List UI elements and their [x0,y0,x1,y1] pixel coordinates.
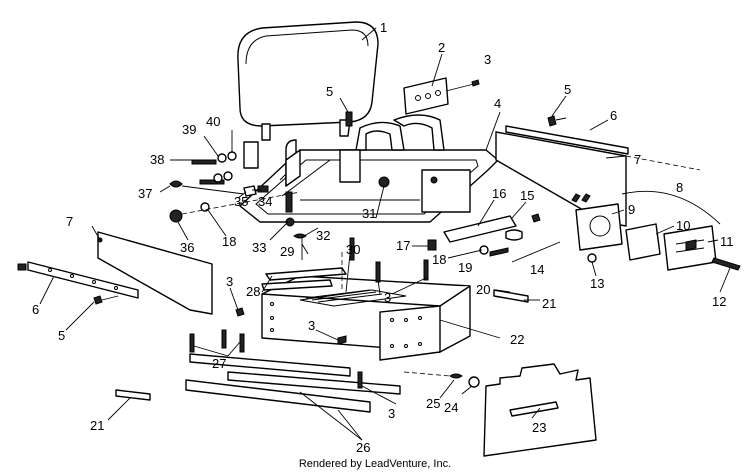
callout-labels: 1 2 3 4 5 5 6 7 8 9 10 11 12 13 14 15 16… [32,20,734,455]
callout-7: 7 [634,152,641,167]
callout-5: 5 [326,84,333,99]
callout-5: 5 [58,328,65,343]
callout-40: 40 [206,114,220,129]
callout-3: 3 [484,52,491,67]
callout-35: 35 [234,194,248,209]
callout-25: 25 [426,396,440,411]
callout-3: 3 [308,318,315,333]
seat-back [237,21,379,141]
callout-33: 33 [252,240,266,255]
callout-2: 2 [438,40,445,55]
seat-frame [239,114,499,223]
callout-30: 30 [346,242,360,257]
callout-14: 14 [530,262,544,277]
callout-18: 18 [432,252,446,267]
callout-19: 19 [458,260,472,275]
callout-4: 4 [494,96,501,111]
callout-38: 38 [150,152,164,167]
callout-21: 21 [90,418,104,433]
frame-hardware [169,141,301,223]
callout-20: 20 [476,282,490,297]
base-rails [115,289,529,413]
callout-16: 16 [492,186,506,201]
callout-37: 37 [138,186,152,201]
callout-22: 22 [510,332,524,347]
callout-8: 8 [676,180,683,195]
callout-34: 34 [258,194,272,209]
callout-39: 39 [182,122,196,137]
rear-cover [403,363,597,457]
callout-27: 27 [212,356,226,371]
leader-lines [39,27,731,441]
callout-36: 36 [180,240,194,255]
callout-10: 10 [676,218,690,233]
callout-17: 17 [396,238,410,253]
callout-1: 1 [380,20,387,35]
callout-13: 13 [590,276,604,291]
callout-23: 23 [532,420,546,435]
render-credit: Rendered by LeadVenture, Inc. [298,458,452,470]
callout-3: 3 [226,274,233,289]
callout-32: 32 [316,228,330,243]
callout-18: 18 [222,234,236,249]
callout-26: 26 [356,440,370,455]
center-hardware [285,191,541,260]
callout-3: 3 [384,290,391,305]
callout-21: 21 [542,296,556,311]
callout-11: 11 [720,234,734,249]
callout-6: 6 [610,108,617,123]
callout-5: 5 [564,82,571,97]
storage-box [261,237,471,361]
bracket-plate [403,77,480,115]
callout-7: 7 [66,214,73,229]
side-panel-left [17,231,213,315]
callout-28: 28 [246,284,260,299]
callout-3: 3 [388,406,395,421]
callout-6: 6 [32,302,39,317]
callout-29: 29 [280,244,294,259]
callout-12: 12 [712,294,726,309]
callout-24: 24 [444,400,458,415]
callout-31: 31 [362,206,376,221]
callout-9: 9 [628,202,635,217]
callout-15: 15 [520,188,534,203]
